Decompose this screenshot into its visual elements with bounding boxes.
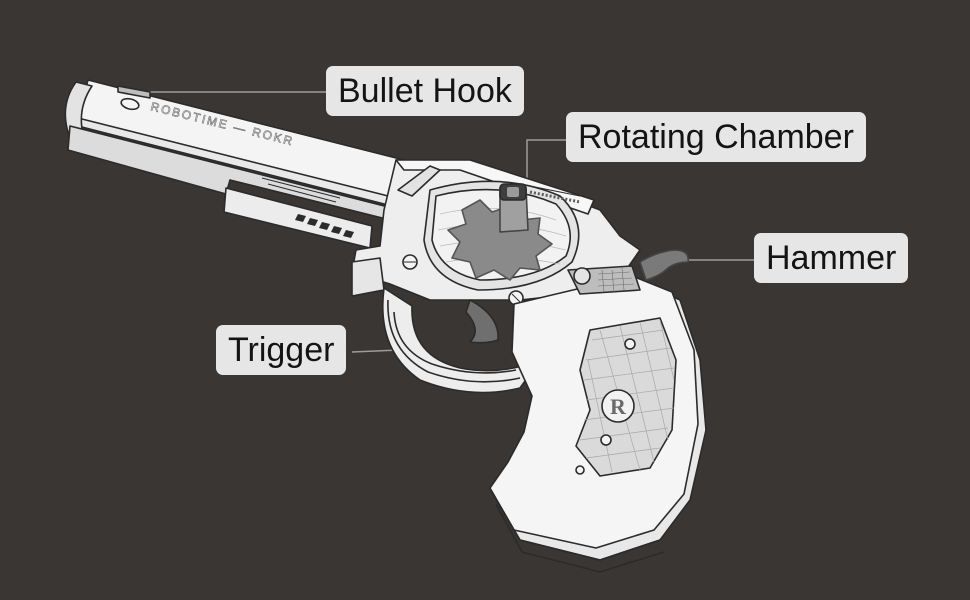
barrel-vents xyxy=(295,214,354,238)
grip-logo: R xyxy=(610,394,627,419)
rotating-chamber-part xyxy=(423,180,581,291)
callout-bullet-hook: Bullet Hook xyxy=(326,66,524,116)
trigger-part xyxy=(465,299,499,344)
callout-trigger: Trigger xyxy=(216,325,347,375)
grip: R xyxy=(489,275,707,573)
revolver-model: ROBOTIME — ROKR xyxy=(64,79,707,573)
callout-hammer: Hammer xyxy=(754,233,909,283)
callout-rotating-chamber: Rotating Chamber xyxy=(566,112,866,162)
bullet-hook-part xyxy=(117,85,151,99)
leader-rotating-chamber xyxy=(526,139,566,190)
hammer-part xyxy=(639,249,690,281)
trigger-guard xyxy=(382,287,541,394)
